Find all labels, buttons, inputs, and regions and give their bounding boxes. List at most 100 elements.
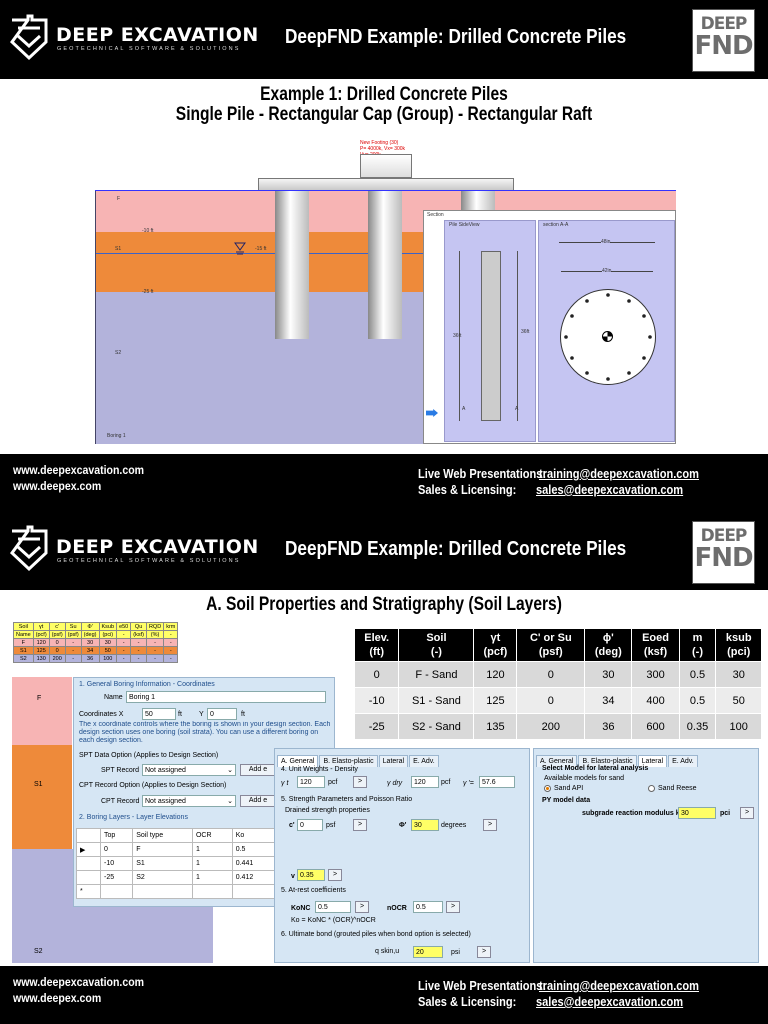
add-cpt-button[interactable]: Add e <box>240 795 276 807</box>
tab-lateral[interactable]: Lateral <box>378 755 409 767</box>
name-input[interactable]: Boring 1 <box>126 691 326 703</box>
pile-2[interactable] <box>368 191 402 339</box>
strip-label-F: F <box>37 695 42 702</box>
boring-note: The x coordinate controls where the bori… <box>79 721 331 744</box>
gdry-unit: pcf <box>441 779 451 786</box>
live-label: Live Web Presentations: <box>418 466 547 481</box>
live-label: Live Web Presentations: <box>418 978 547 993</box>
nocr-label: nOCR <box>387 905 407 912</box>
c-button[interactable]: > <box>353 819 367 831</box>
live-email[interactable]: training@deepexcavation.com <box>539 466 699 481</box>
tab-general[interactable]: A. General <box>536 755 578 767</box>
section-aa-label: section A-A <box>543 222 569 228</box>
table-row[interactable]: * <box>76 884 277 899</box>
website-link[interactable]: www.deepexcavation.com <box>13 463 145 477</box>
nocr-button[interactable]: > <box>446 901 460 913</box>
deepfnd-badge-icon: DEEP FND <box>692 9 755 72</box>
strip-F[interactable] <box>12 677 72 745</box>
arrow-icon[interactable] <box>426 409 438 417</box>
sales-email[interactable]: sales@deepexcavation.com <box>536 482 684 497</box>
footing-block[interactable] <box>360 154 412 178</box>
slide-title: DeepFND Example: Drilled Concrete Piles <box>285 26 627 48</box>
gdry-input[interactable]: 120 <box>411 776 439 788</box>
pile-3[interactable] <box>461 191 495 211</box>
c-unit: psf <box>326 822 336 829</box>
tab-adv[interactable]: E. Adv. <box>668 755 698 767</box>
ft-unit: ft <box>241 711 245 718</box>
y-input[interactable]: 0 <box>207 708 237 720</box>
footing-label: New Footing (30) <box>360 140 399 146</box>
cpt-select[interactable]: Not assigned⌄ <box>142 795 236 807</box>
water-table-icon <box>234 242 246 256</box>
dim-42-label: 42in <box>602 268 612 274</box>
phi-input[interactable]: 30 <box>411 819 439 831</box>
section-popup[interactable]: Section Pile SideView 36ft 36ft A A sect… <box>423 210 676 444</box>
ultimate-bond-heading: 6. Ultimate bond (grouted piles when bon… <box>281 931 471 938</box>
live-email[interactable]: training@deepexcavation.com <box>539 978 699 993</box>
slide2-footer: www.deepexcavation.com www.deepex.com Li… <box>0 966 768 1024</box>
tab-lateral[interactable]: Lateral <box>637 755 668 767</box>
tab-adv[interactable]: E. Adv. <box>409 755 439 767</box>
elev-10: -10 ft <box>142 228 154 234</box>
tab-elasto-plastic[interactable]: B. Elasto-plastic <box>578 755 637 767</box>
section-aa-panel[interactable]: section A-A 48in 42in <box>538 220 675 442</box>
rebar-ring <box>564 293 652 381</box>
gt-input[interactable]: 120 <box>297 776 325 788</box>
name-label: Name <box>104 694 123 701</box>
deepex-link[interactable]: www.deepex.com <box>13 991 102 1005</box>
coordx-input[interactable]: 50 <box>142 708 176 720</box>
deep-excavation-logo-icon <box>8 14 50 62</box>
dropdown-icon: ⌄ <box>227 798 233 805</box>
deepex-link[interactable]: www.deepex.com <box>13 479 102 493</box>
konc-input[interactable]: 0.5 <box>315 901 351 913</box>
elev-25: -25 ft <box>142 289 154 295</box>
website-link[interactable]: www.deepexcavation.com <box>13 975 145 989</box>
add-spt-button[interactable]: Add e <box>240 764 276 776</box>
nu-button[interactable]: > <box>328 869 342 881</box>
spt-heading: SPT Data Option (Applies to Design Secti… <box>79 752 219 759</box>
side-view-panel[interactable]: Pile SideView 36ft 36ft A A <box>444 220 536 442</box>
gsat-label: γ '= <box>463 780 474 787</box>
q-input[interactable]: 20 <box>413 946 443 958</box>
boring-label: Boring 1 <box>107 433 126 439</box>
sand-api-radio[interactable] <box>544 785 551 792</box>
sales-label: Sales & Licensing: <box>418 994 517 1009</box>
pile-side-shape[interactable] <box>481 251 501 421</box>
phi-button[interactable]: > <box>483 819 497 831</box>
spt-select[interactable]: Not assigned⌄ <box>142 764 236 776</box>
tab-general[interactable]: A. General <box>277 755 319 767</box>
tab-elasto-plastic[interactable]: B. Elasto-plastic <box>319 755 378 767</box>
model-view[interactable]: New Footing (30) P= 4000k, Vx= 300k Vy= … <box>95 140 676 444</box>
k-input[interactable]: 30 <box>678 807 716 819</box>
slide1-header: DEEP EXCAVATION GEOTECHNICAL SOFTWARE & … <box>0 0 768 79</box>
strip-S1[interactable] <box>12 745 72 849</box>
gt-unit: pcf <box>328 779 338 786</box>
q-unit: psi <box>451 949 460 956</box>
konc-button[interactable]: > <box>355 901 369 913</box>
logo-subtitle: GEOTECHNICAL SOFTWARE & SOLUTIONS <box>57 558 241 564</box>
pile-1[interactable] <box>275 191 309 339</box>
q-button[interactable]: > <box>477 946 491 958</box>
k-button[interactable]: > <box>740 807 754 819</box>
nu-input[interactable]: 0.35 <box>297 869 325 881</box>
deepfnd-badge-icon: DEEP FND <box>692 521 755 584</box>
example-subtitle: Single Pile - Rectangular Cap (Group) - … <box>175 104 593 125</box>
side-view-label: Pile SideView <box>449 222 480 228</box>
gt-button[interactable]: > <box>353 776 367 788</box>
sales-email[interactable]: sales@deepexcavation.com <box>536 994 684 1009</box>
nocr-input[interactable]: 0.5 <box>413 901 443 913</box>
sand-reese-radio[interactable] <box>648 785 655 792</box>
c-input[interactable]: 0 <box>297 819 323 831</box>
